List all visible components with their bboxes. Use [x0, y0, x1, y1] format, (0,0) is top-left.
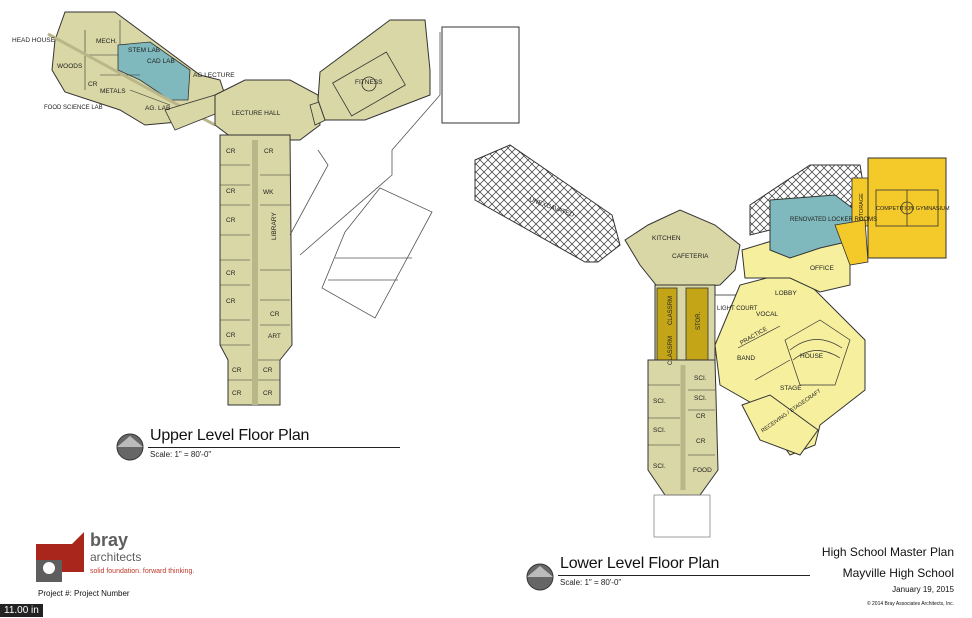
- lobby-label: LOBBY: [775, 290, 797, 297]
- receiving-stagecraft: [741, 394, 819, 456]
- lower-south-partitions: [648, 384, 715, 456]
- school-name: Mayville High School: [842, 566, 954, 580]
- storage-link: [834, 219, 869, 266]
- band-label: BAND: [737, 355, 755, 362]
- classrm-label-top: CLASSRM: [668, 296, 674, 325]
- food-label: FOOD: [693, 467, 712, 474]
- logo-word-bray: bray: [90, 530, 129, 550]
- cr-label-west: CR: [88, 81, 98, 88]
- unexcavated-area: [474, 144, 621, 263]
- south-outline: [653, 494, 711, 538]
- competition-gym-label: COMPETITION GYMNASIUM: [876, 206, 950, 212]
- renovated-label: RENOVATED LOCKER ROOMS: [790, 217, 877, 223]
- cr-label-s6: CR: [226, 332, 236, 339]
- cr-label-s4: CR: [226, 270, 236, 277]
- gym-court-lines: [875, 189, 939, 227]
- light-court-label: LIGHT COURT: [717, 306, 758, 312]
- north-arrow-icon: [526, 563, 554, 591]
- cafeteria-label: CAFETERIA: [672, 253, 709, 260]
- renovated-locker-rooms: [769, 194, 856, 259]
- measure-badge: 11.00 in: [0, 604, 43, 617]
- kitchen-label: KITCHEN: [652, 235, 681, 242]
- cr-label-e3: CR: [263, 367, 273, 374]
- project-name: High School Master Plan: [821, 545, 954, 559]
- fitness-room: [317, 19, 431, 121]
- classrm-label-bottom: CLASSRM: [668, 336, 674, 365]
- stem-lab-label: STEM LAB: [128, 47, 160, 54]
- house-label: HOUSE: [800, 353, 824, 360]
- library-label: LIBRARY: [271, 212, 278, 240]
- storage-label: STORAGE: [859, 193, 865, 220]
- sci-label-1: SCI.: [694, 375, 707, 382]
- lower-level-plan: UNEXCAVATED KITCHEN CAFETERIA CLASSRM CL…: [474, 144, 950, 538]
- stem-cad-lab: [117, 41, 191, 101]
- sci-label-3: SCI.: [694, 395, 707, 402]
- classrm-strip: [656, 287, 678, 369]
- upper-outline-lines: [289, 32, 441, 319]
- upper-plan-title: Upper Level Floor Plan: [150, 427, 310, 444]
- upper-outline-block: [441, 26, 520, 124]
- art-label: ART: [268, 333, 281, 340]
- cr-label-s5: CR: [226, 298, 236, 305]
- lecture-hall-label: LECTURE HALL: [232, 110, 281, 117]
- sci-label-4: SCI.: [653, 427, 666, 434]
- head-house-label: HEAD HOUSE: [12, 37, 56, 44]
- project-number: Project #: Project Number: [38, 589, 130, 598]
- stage-label: STAGE: [780, 385, 802, 392]
- wk-label: WK: [263, 189, 274, 196]
- bray-logo: bray architects solid foundation. forwar…: [36, 530, 206, 588]
- north-arrow-icon: [116, 433, 144, 461]
- upper-plan-scale: Scale: 1" = 80'-0": [150, 450, 212, 459]
- metals-label: METALS: [100, 88, 126, 95]
- cr-label-s2: CR: [226, 188, 236, 195]
- cr-label-s8: CR: [232, 390, 242, 397]
- house-stage-lines: [737, 319, 851, 386]
- fitness-label: FITNESS: [355, 79, 383, 86]
- logo-word-architects: architects: [90, 550, 142, 564]
- lower-title-rule: [558, 575, 810, 576]
- mech-label: MECH.: [96, 38, 117, 45]
- upper-room-labels: HEAD HOUSE MECH. STEM LAB CAD LAB AG LEC…: [12, 37, 383, 397]
- cr-label-l2: CR: [696, 438, 706, 445]
- bray-logo-icon: [36, 532, 84, 582]
- vocal-label: VOCAL: [756, 311, 778, 318]
- cr-label-s1: CR: [226, 148, 236, 155]
- lecture-hall-room: [214, 79, 321, 141]
- cr-label-e2: CR: [270, 311, 280, 318]
- copyright-text: © 2014 Bray Associates Architects, Inc.: [866, 601, 954, 607]
- cr-label-l1: CR: [696, 413, 706, 420]
- cad-lab-label: CAD LAB: [147, 58, 175, 65]
- woods-label: WOODS: [57, 63, 83, 70]
- ag-lecture-label: AG LECTURE: [193, 72, 235, 79]
- cr-label-s7: CR: [232, 367, 242, 374]
- upper-title-rule: [148, 447, 400, 448]
- upper-south-partitions: [220, 164, 290, 381]
- lower-plan-title: Lower Level Floor Plan: [560, 555, 720, 572]
- sci-label-5: SCI.: [653, 463, 666, 470]
- food-science-lab-label: FOOD SCIENCE LAB: [44, 105, 103, 111]
- fitness-court-lines: [332, 51, 406, 117]
- sci-label-2: SCI.: [653, 398, 666, 405]
- project-date: January 19, 2015: [892, 585, 954, 594]
- lower-plan-scale: Scale: 1" = 80'-0": [560, 578, 622, 587]
- cr-label-s3: CR: [226, 217, 236, 224]
- ag-lab-label: AG. LAB: [145, 105, 170, 112]
- cafeteria-hub: [624, 209, 741, 291]
- upper-level-plan: HEAD HOUSE MECH. STEM LAB CAD LAB AG LEC…: [12, 11, 520, 406]
- cr-label-e4: CR: [263, 390, 273, 397]
- cr-label-e1: CR: [264, 148, 274, 155]
- stor-label: STOR.: [696, 311, 702, 330]
- logo-tagline: solid foundation. forward thinking.: [90, 568, 195, 575]
- office-label: OFFICE: [810, 265, 834, 272]
